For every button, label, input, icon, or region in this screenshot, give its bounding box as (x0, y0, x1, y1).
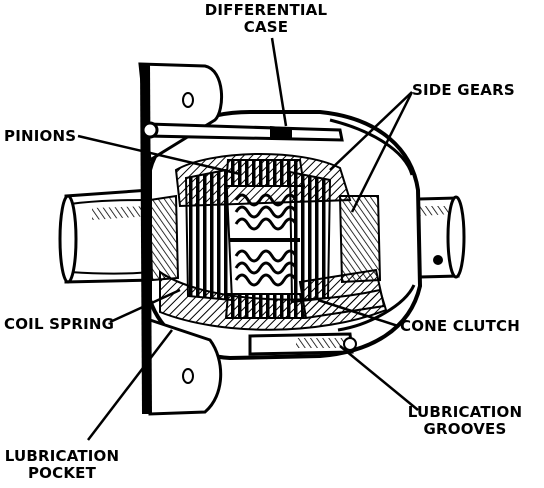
left-axle-shaft (58, 188, 156, 284)
coil-springs (230, 193, 300, 287)
label-coil-spring: COIL SPRING (4, 315, 115, 333)
pinion-gears (184, 168, 332, 304)
bottom-bolt (248, 332, 357, 356)
label-lubrication-pocket-line2: POCKET (27, 464, 97, 482)
label-lubrication-pocket-line1: LUBRICATION (4, 447, 120, 465)
label-lubrication-grooves: LUBRICATION GROOVES (398, 404, 532, 438)
leader-lines (77, 37, 419, 441)
label-pinions: PINIONS (4, 127, 77, 145)
cone-clutch (298, 268, 386, 320)
label-cone-clutch: CONE CLUTCH (400, 317, 520, 335)
label-lubrication-grooves-line1: LUBRICATION (407, 403, 523, 421)
label-differential-case-line2: CASE (243, 18, 289, 36)
label-differential-case: DIFFERENTIAL CASE (196, 2, 336, 36)
label-lubrication-grooves-line2: GROOVES (423, 420, 507, 438)
label-side-gears: SIDE GEARS (412, 81, 515, 99)
label-differential-case-line1: DIFFERENTIAL (204, 1, 328, 19)
side-gears (224, 159, 306, 319)
label-lubrication-pocket: LUBRICATION POCKET (0, 448, 124, 482)
cross-bolt (141, 121, 344, 142)
